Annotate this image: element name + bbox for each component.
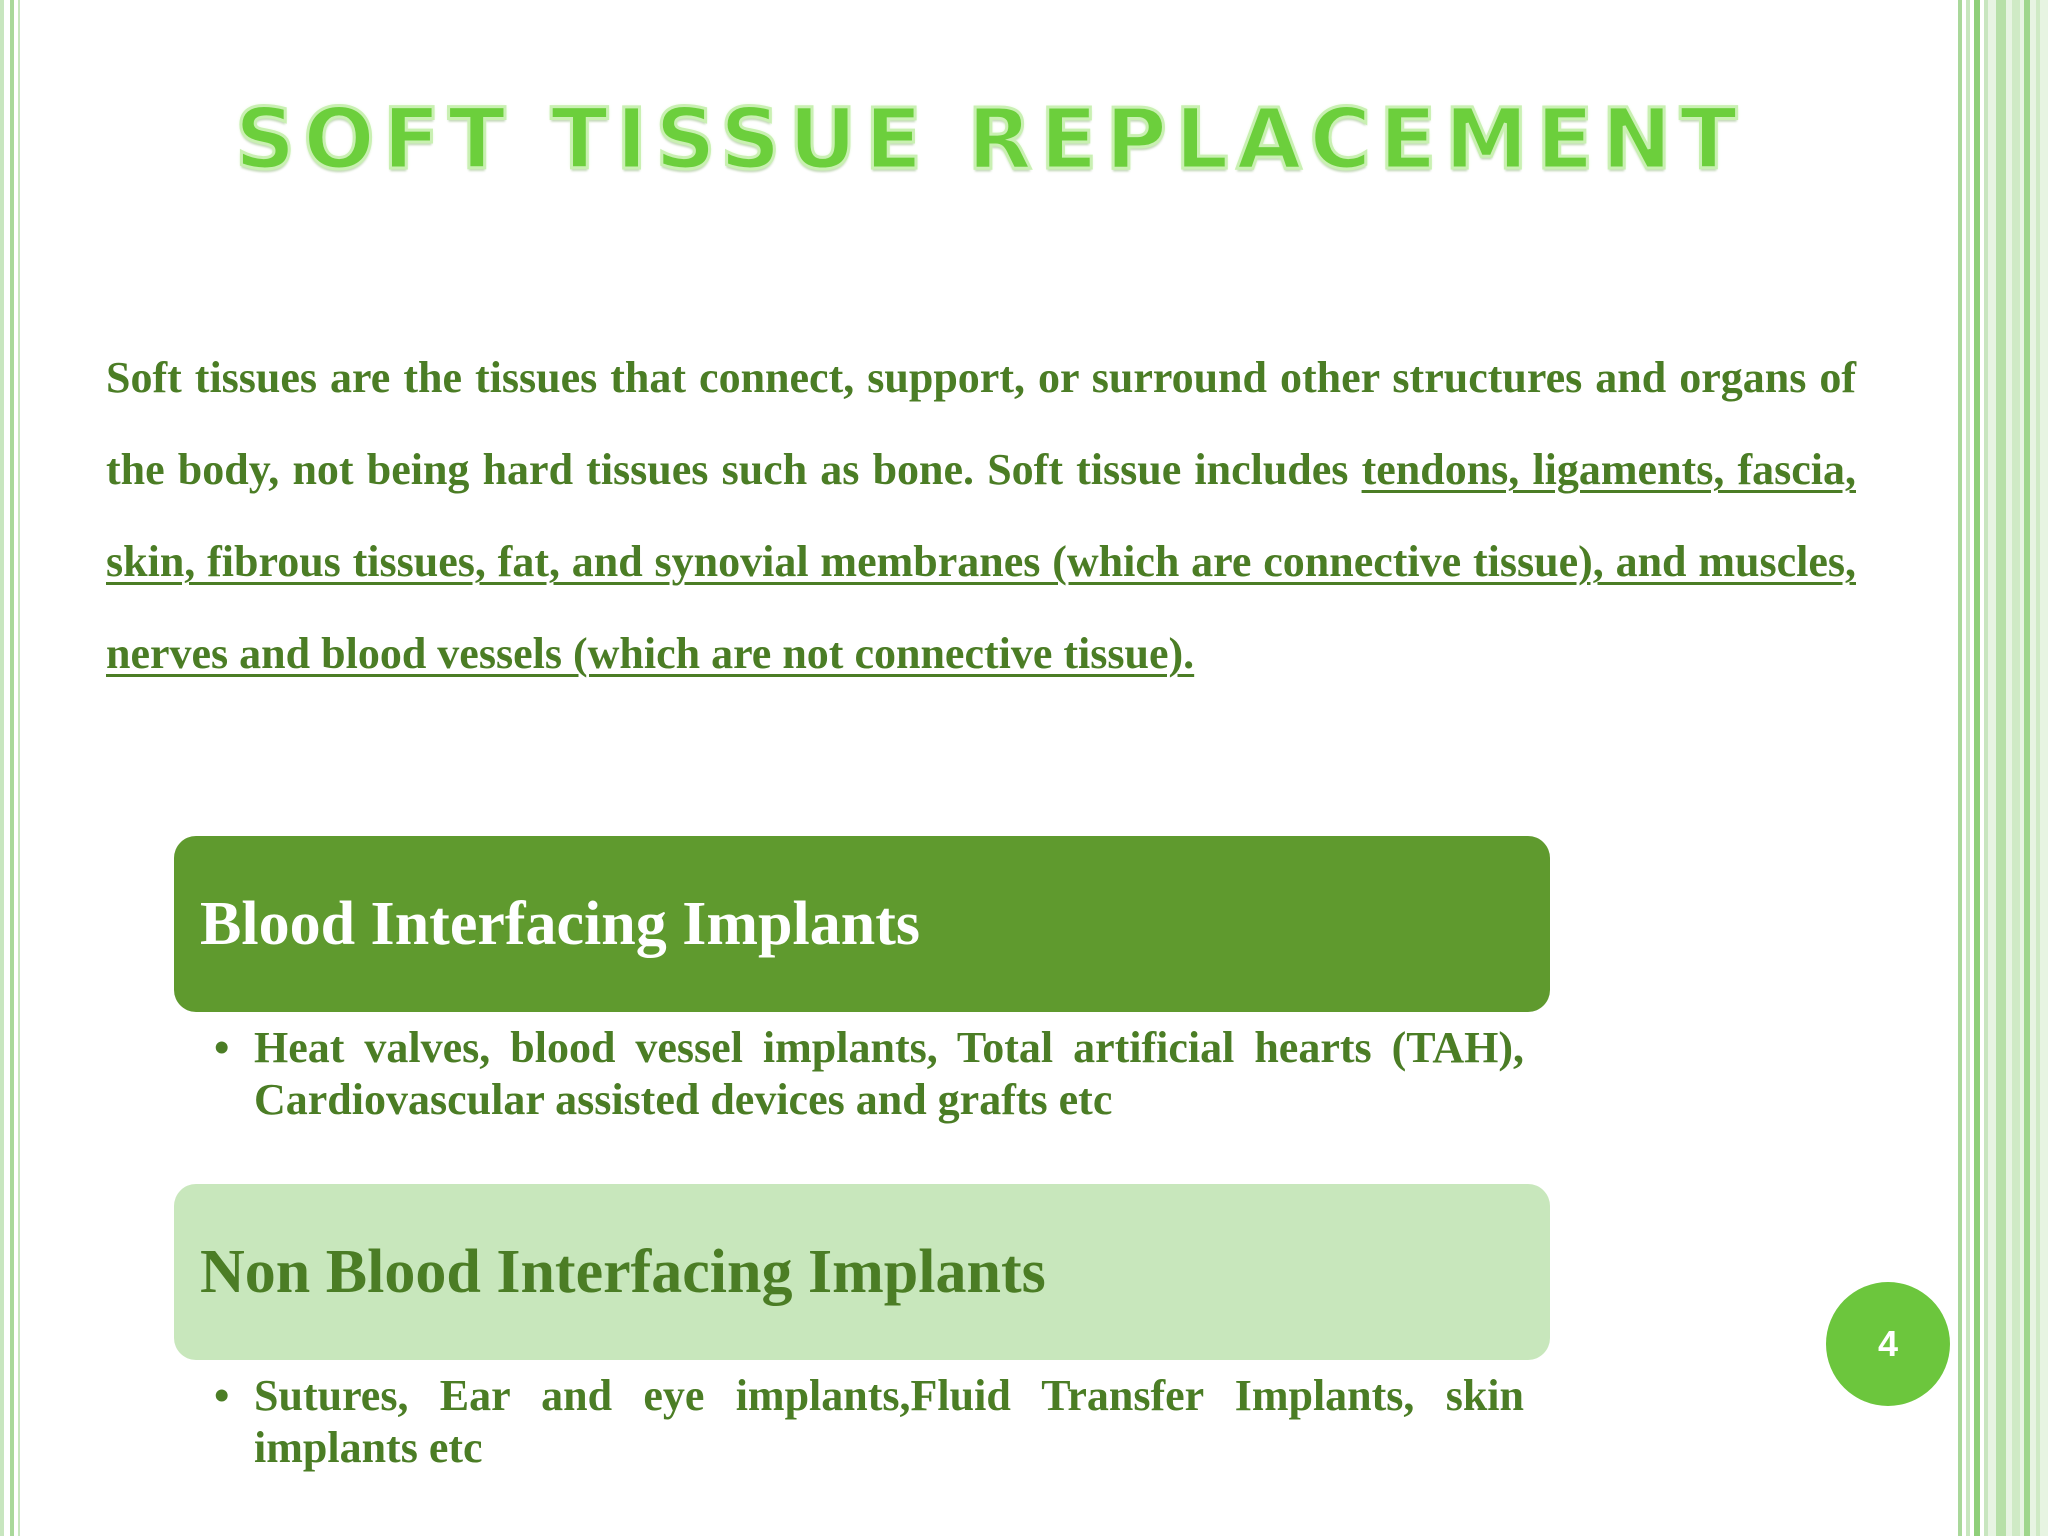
left-border-line — [18, 0, 20, 1536]
right-border-line — [1966, 0, 1970, 1536]
left-border-line — [0, 0, 4, 1536]
intro-underlined-text: tendons, ligaments, fascia, skin, fibrou… — [106, 445, 1856, 678]
blood-interfacing-heading-box: Blood Interfacing Implants — [174, 836, 1550, 1012]
bullet-item: Sutures, Ear and eye implants,Fluid Tran… — [210, 1370, 1524, 1474]
intro-paragraph: Soft tissues are the tissues that connec… — [106, 332, 1856, 700]
intro-plain-text: Soft tissues are the tissues that connec… — [106, 353, 1856, 494]
right-border-line — [2036, 0, 2040, 1536]
non-blood-interfacing-heading-box: Non Blood Interfacing Implants — [174, 1184, 1550, 1360]
section-heading: Non Blood Interfacing Implants — [200, 1237, 1046, 1306]
blood-interfacing-bullet-list: Heat valves, blood vessel implants, Tota… — [210, 1022, 1524, 1126]
page-number: 4 — [1877, 1323, 1899, 1364]
left-border-line — [10, 0, 14, 1536]
section-heading: Blood Interfacing Implants — [200, 889, 920, 958]
right-border-line — [2024, 0, 2030, 1536]
right-border-line — [1958, 0, 1962, 1536]
right-border-line — [1996, 0, 2006, 1536]
non-blood-interfacing-bullet-list: Sutures, Ear and eye implants,Fluid Tran… — [210, 1370, 1524, 1474]
bullet-item: Heat valves, blood vessel implants, Tota… — [210, 1022, 1524, 1126]
page-number-badge: 4 — [1826, 1282, 1950, 1406]
right-border-line — [1984, 0, 1988, 1536]
right-border-line — [1974, 0, 1980, 1536]
slide-title: SOFT TISSUE REPLACEMENT — [233, 89, 1746, 190]
right-border-line — [2012, 0, 2020, 1536]
